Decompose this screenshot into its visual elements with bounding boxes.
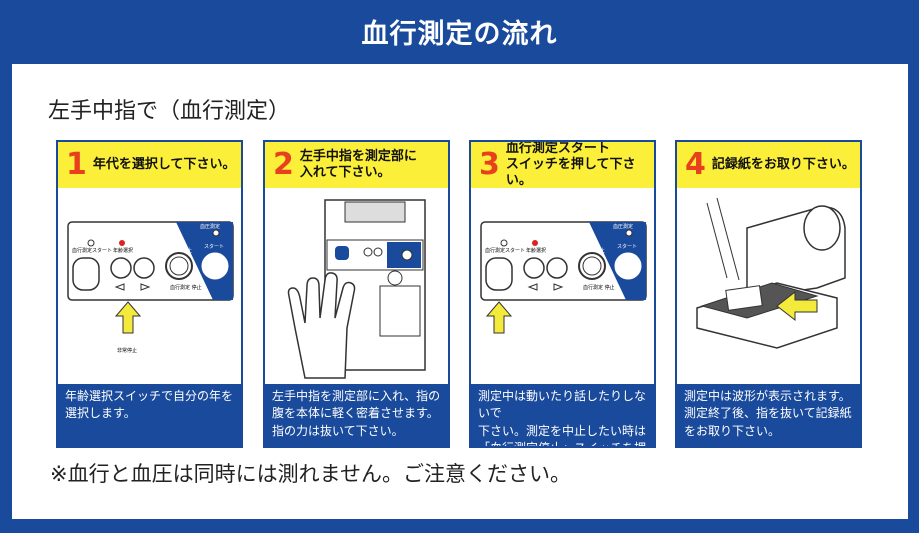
printer-illustration	[677, 188, 860, 388]
label-bp-measure: 血圧測定	[613, 223, 633, 230]
label-stop: 血行測定 停止	[583, 284, 615, 291]
step-header: 3 血行測定スタート スイッチを押して下さい。	[471, 142, 654, 188]
step-number: 1	[66, 147, 87, 182]
step-header: 2 左手中指を測定部に 入れて下さい。	[265, 142, 448, 188]
step-description: 年齢選択スイッチで自分の年を 選択します。	[58, 384, 241, 446]
label-stop: 血行測定 停止	[170, 284, 202, 291]
step-number: 3	[479, 147, 500, 182]
step-header: 1 年代を選択して下さい。	[58, 142, 241, 188]
step-heading: 血行測定スタート スイッチを押して下さい。	[505, 140, 636, 189]
label-emergency-stop: 非常停止	[585, 247, 605, 254]
step-description: 測定中は波形が表示されます。 測定終了後、指を抜いて記録紙 をお取り下さい。	[677, 384, 860, 446]
step-card-1: 1 年代を選択して下さい。 血行測定スタート 年齢選択 血圧測定 非常停止 スタ…	[56, 140, 243, 448]
step-description: 測定中は動いたり話したりしないで 下さい。測定を中止したい時は 「血行測定停止」…	[471, 384, 654, 446]
subtitle: 左手中指で（血行測定）	[48, 99, 291, 124]
label-start: スタート	[204, 243, 224, 250]
caution-note: ※血行と血圧は同時には測れません。ご注意ください。	[50, 462, 571, 486]
label-age-select: 年齢選択	[526, 247, 546, 254]
step-number: 4	[685, 147, 706, 182]
label-age-select: 年齢選択	[113, 247, 133, 254]
step-heading: 記録紙をお取り下さい。	[711, 156, 855, 172]
control-panel-illustration: 血行測定スタート 年齢選択 血圧測定 非常停止 スタート 血行測定 停止	[471, 188, 654, 388]
label-bottom-stop: 非常停止	[117, 347, 137, 354]
step-card-2: 2 左手中指を測定部に 入れて下さい。 左手中指を測定部に入れ、指の 腹を本体に…	[263, 140, 450, 448]
step-heading: 左手中指を測定部に 入れて下さい。	[299, 148, 417, 180]
step-card-4: 4 記録紙をお取り下さい。 測定中は波形が表示されます。 測定終了後、指を抜いて…	[675, 140, 862, 448]
step-header: 4 記録紙をお取り下さい。	[677, 142, 860, 188]
page-title: 血行測定の流れ	[361, 18, 558, 50]
step-heading: 年代を選択して下さい。	[92, 156, 236, 172]
label-bp-measure: 血圧測定	[200, 223, 220, 230]
finger-insertion-illustration	[265, 188, 448, 388]
step-description: 左手中指を測定部に入れ、指の 腹を本体に軽く密着させます。 指の力は抜いて下さい…	[265, 384, 448, 446]
label-emergency-stop: 非常停止	[172, 247, 192, 254]
step-number: 2	[273, 147, 294, 182]
label-start: スタート	[617, 243, 637, 250]
label-start-measure: 血行測定スタート	[485, 247, 525, 254]
control-panel-illustration: 血行測定スタート 年齢選択 血圧測定 非常停止 スタート 血行測定 停止 非常停…	[58, 188, 241, 388]
label-start-measure: 血行測定スタート	[72, 247, 112, 254]
step-card-3: 3 血行測定スタート スイッチを押して下さい。 血行測定スタート 年齢選択 血圧…	[469, 140, 656, 448]
